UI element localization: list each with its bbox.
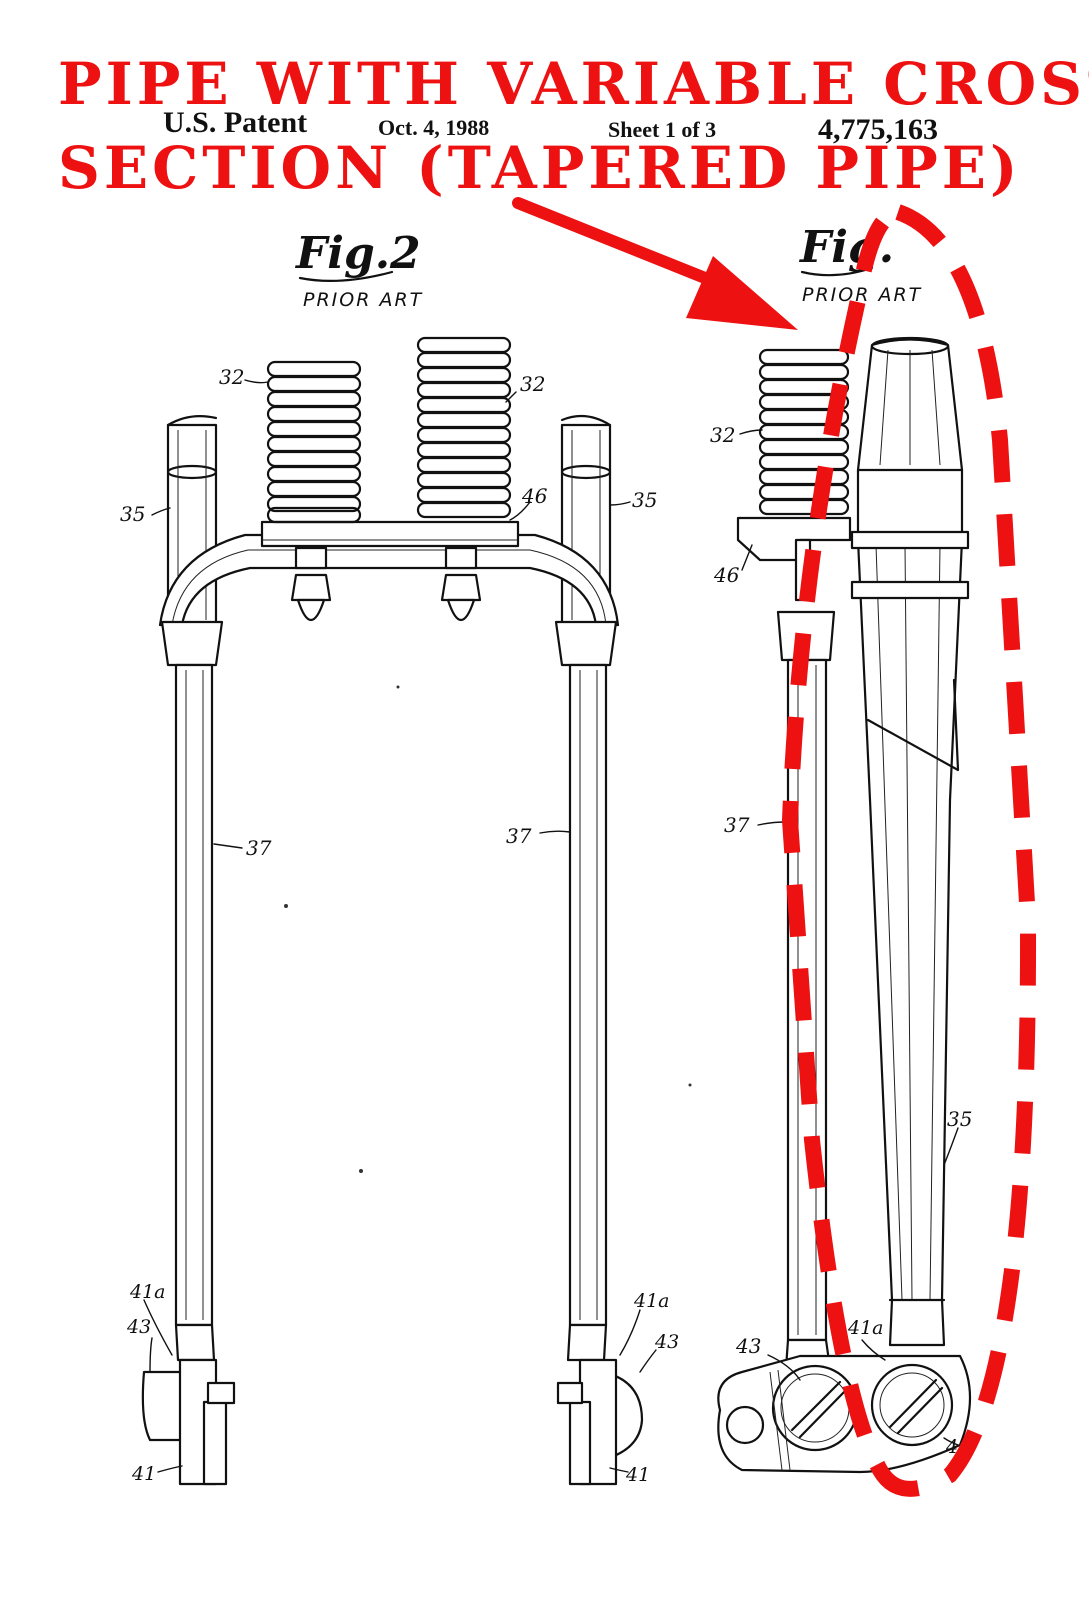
annotation-text-line1: PIPE WITH VARIABLE CROSS (58, 50, 1089, 118)
fig2-right-spring (416, 336, 512, 519)
red-annotation-overlay: PIPE WITH VARIABLE CROSS SECTION (TAPERE… (58, 50, 1089, 1497)
fig2-label-43-right: 43 (654, 1331, 679, 1353)
fig2-label-41-right: 41 (625, 1464, 650, 1486)
fig2-label-43-left: 43 (126, 1316, 151, 1338)
fig2-label-41-left: 41 (131, 1463, 156, 1485)
annotation-dashed-ellipse (781, 203, 1037, 1497)
patent-office-label: U.S. Patent (163, 106, 307, 139)
fig2-title-underline (298, 270, 394, 282)
fig2-label-41a-left: 41a (129, 1281, 166, 1303)
fig-right-label-37: 37 (724, 813, 750, 837)
fig-right-label-43-left: 43 (735, 1334, 761, 1358)
fig2-title: Fig.2 (294, 228, 421, 279)
patent-number: 4,775,163 (818, 113, 938, 146)
fig2-left-spring (266, 360, 362, 524)
annotation-arrow-shaft (512, 197, 741, 296)
fig-right-label-32: 32 (710, 423, 735, 447)
fig-right-label-41a: 41a (847, 1317, 884, 1339)
fig2-label-37-right: 37 (506, 824, 532, 848)
fig-right-spring (758, 348, 850, 516)
fig2-label-32-right: 32 (520, 372, 545, 396)
fig-right-label-46: 46 (713, 563, 740, 587)
fig2-label-37-left: 37 (246, 836, 272, 860)
patent-date: Oct. 4, 1988 (378, 115, 489, 140)
fig-right-reference-labels: 32 46 37 35 43 41a 43 (710, 423, 972, 1458)
fig-right-subtitle: PRIOR ART (802, 284, 922, 306)
fig2-reference-labels: 32 32 35 35 46 37 37 41a 43 41 41a 43 41 (120, 365, 679, 1486)
fig2-front-fork-drawing (141, 336, 657, 1486)
annotation-arrow-head (686, 256, 798, 330)
fig-right-label-35: 35 (947, 1107, 972, 1131)
fig2-label-41a-right: 41a (633, 1290, 670, 1312)
fig2-label-35-right: 35 (632, 488, 657, 512)
patent-sheet-number: Sheet 1 of 3 (608, 117, 716, 142)
patent-header: U.S. Patent Oct. 4, 1988 Sheet 1 of 3 4,… (163, 106, 938, 146)
annotation-text-line2: SECTION (TAPERED PIPE) (58, 134, 1021, 202)
fig2-label-35-left: 35 (120, 502, 145, 526)
fig2-label-32-left: 32 (219, 365, 244, 389)
fig2-label-46: 46 (521, 484, 548, 508)
fig2-subtitle: PRIOR ART (303, 289, 423, 311)
fig-right-side-view-drawing (688, 336, 972, 1474)
